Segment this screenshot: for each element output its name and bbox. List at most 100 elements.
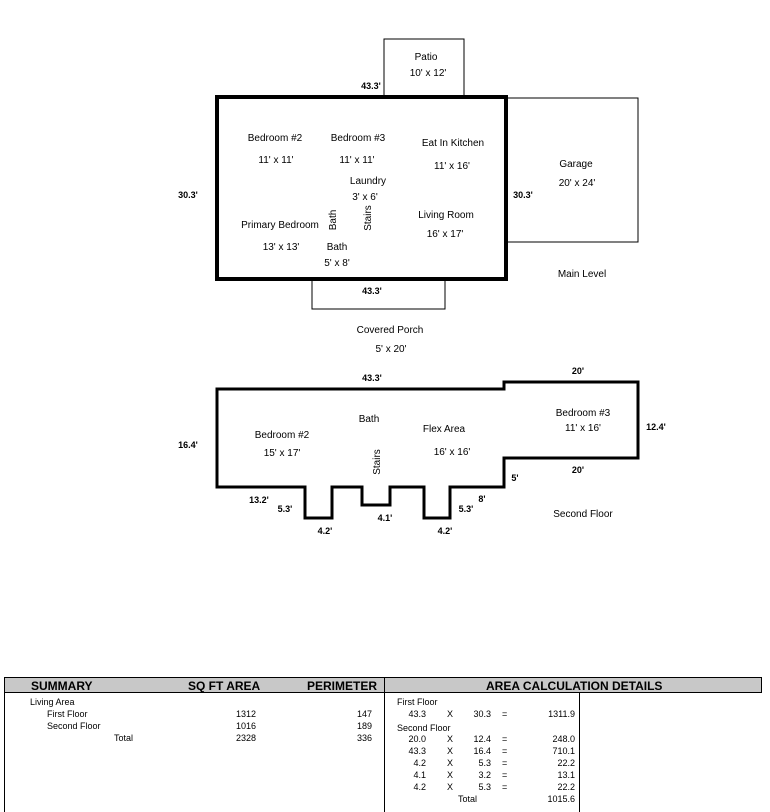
sf-dim-lower-right: 20' xyxy=(572,465,584,475)
floor-plan: Patio 10' x 12' Bedroom #2 11' x 11' Bed… xyxy=(178,38,666,536)
living-room-name: Living Room xyxy=(418,210,474,221)
first-floor-perimeter: 147 xyxy=(356,709,372,719)
header-summary: SUMMARY xyxy=(31,679,93,693)
bedroom-3-name: Bedroom #3 xyxy=(331,133,386,144)
kitchen-name: Eat In Kitchen xyxy=(422,138,484,149)
sf-dim-right-bottom: 8' xyxy=(478,494,485,504)
flex-area-size: 16' x 16' xyxy=(434,447,471,458)
detail-eq: = xyxy=(502,758,508,768)
main-dim-right: 30.3' xyxy=(513,190,533,200)
second-floor-outline xyxy=(215,380,640,520)
sf-dim-top: 43.3' xyxy=(362,373,382,383)
main-dim-left: 30.3' xyxy=(178,190,198,200)
main-dim-bottom: 43.3' xyxy=(362,286,382,296)
table-divider xyxy=(384,677,385,812)
sf-dim-right: 12.4' xyxy=(646,422,666,432)
detail-b: 5.3 xyxy=(478,758,491,768)
detail-result: 248.0 xyxy=(552,734,575,744)
main-level-outline xyxy=(215,95,508,281)
second-floor-label: Second Floor xyxy=(553,509,613,520)
main-level-label: Main Level xyxy=(558,269,606,280)
total-label: Total xyxy=(114,733,134,743)
detail-x: X xyxy=(447,709,454,719)
header-perimeter: PERIMETER xyxy=(307,679,378,693)
living-area-label: Living Area xyxy=(30,697,75,707)
flex-area-name: Flex Area xyxy=(423,424,466,435)
header-area-calculation-details: AREA CALCULATION DETAILS xyxy=(486,679,663,693)
detail-x: X xyxy=(447,734,454,744)
total-perimeter: 336 xyxy=(356,733,372,743)
detail-b: 5.3 xyxy=(478,782,491,792)
porch-name: Covered Porch xyxy=(357,325,424,336)
bedroom-2-size: 11' x 11' xyxy=(258,155,293,166)
detail-eq: = xyxy=(502,782,508,792)
sf-bedroom-2-name: Bedroom #2 xyxy=(255,430,310,441)
detail-x: X xyxy=(447,782,454,792)
second-floor-label-row: Second Floor xyxy=(47,721,101,731)
bedroom-2-name: Bedroom #2 xyxy=(248,133,303,144)
detail-a: 43.3 xyxy=(408,746,426,756)
sf-stairs-vertical-label: Stairs xyxy=(372,449,383,475)
sf-bedroom-2-size: 15' x 17' xyxy=(264,448,301,459)
detail-result: 710.1 xyxy=(552,746,575,756)
second-floor: Bath Bedroom #2 15' x 17' Flex Area 16' … xyxy=(178,366,666,536)
bath-name: Bath xyxy=(327,242,348,253)
details-total-label: Total xyxy=(458,794,478,804)
garage-size: 20' x 24' xyxy=(559,178,596,189)
sf-dim-bump1-side: 5.3' xyxy=(278,504,293,514)
detail-eq: = xyxy=(502,746,508,756)
laundry-size: 3' x 6' xyxy=(352,192,378,203)
detail-eq: = xyxy=(502,709,508,719)
stairs-vertical-label: Stairs xyxy=(363,205,374,231)
detail-x: X xyxy=(447,746,454,756)
details-border xyxy=(579,693,580,812)
living-room-size: 16' x 17' xyxy=(427,229,464,240)
details-total-value: 1015.6 xyxy=(547,794,575,804)
second-floor-area: 1016 xyxy=(235,721,256,731)
sf-bedroom-3-name: Bedroom #3 xyxy=(556,408,611,419)
sf-dim-left: 16.4' xyxy=(178,440,198,450)
detail-a: 20.0 xyxy=(408,734,426,744)
detail-a: 43.3 xyxy=(408,709,426,719)
second-floor-perimeter: 189 xyxy=(356,721,372,731)
main-level: Patio 10' x 12' Bedroom #2 11' x 11' Bed… xyxy=(178,38,639,355)
sf-bath-name: Bath xyxy=(359,414,380,425)
summary-table: SUMMARY SQ FT AREA PERIMETER AREA CALCUL… xyxy=(4,677,762,812)
summary-header-row: SUMMARY SQ FT AREA PERIMETER AREA CALCUL… xyxy=(4,677,762,693)
detail-a: 4.1 xyxy=(413,770,426,780)
detail-b: 30.3 xyxy=(473,709,491,719)
table-border-left xyxy=(4,693,5,812)
sf-dim-bump2-bottom: 4.1' xyxy=(378,513,393,523)
header-sq-ft-area: SQ FT AREA xyxy=(188,679,261,693)
main-dim-top: 43.3' xyxy=(361,81,381,91)
sf-bedroom-3-size: 11' x 16' xyxy=(565,423,601,434)
garage-name: Garage xyxy=(559,159,593,170)
detail-result: 22.2 xyxy=(557,758,575,768)
total-area: 2328 xyxy=(235,733,256,743)
sf-dim-bump3-side: 5.3' xyxy=(459,504,474,514)
detail-a: 4.2 xyxy=(413,758,426,768)
sf-dim-left-bottom: 13.2' xyxy=(249,495,269,505)
primary-bedroom-size: 13' x 13' xyxy=(263,242,300,253)
sf-dim-top-right: 20' xyxy=(572,366,584,376)
sf-dim-bump1-bottom: 4.2' xyxy=(318,526,333,536)
details-second-floor-label: Second Floor xyxy=(397,723,451,733)
garage-outline xyxy=(505,97,639,243)
porch-size: 5' x 20' xyxy=(375,344,406,355)
sf-dim-step: 5' xyxy=(511,473,518,483)
sf-dim-bump3-bottom: 4.2' xyxy=(438,526,453,536)
detail-b: 12.4 xyxy=(473,734,491,744)
detail-eq: = xyxy=(502,734,508,744)
first-floor-area: 1312 xyxy=(235,709,256,719)
primary-bedroom-name: Primary Bedroom xyxy=(241,220,319,231)
patio-size: 10' x 12' xyxy=(410,68,447,79)
detail-eq: = xyxy=(502,770,508,780)
bedroom-3-size: 11' x 11' xyxy=(339,155,374,166)
details-first-floor-label: First Floor xyxy=(397,697,438,707)
detail-b: 16.4 xyxy=(473,746,491,756)
detail-a: 4.2 xyxy=(413,782,426,792)
kitchen-size: 11' x 16' xyxy=(434,161,470,172)
bath-size: 5' x 8' xyxy=(324,258,350,269)
bath-vertical-label: Bath xyxy=(328,210,339,231)
patio-name: Patio xyxy=(415,52,438,63)
